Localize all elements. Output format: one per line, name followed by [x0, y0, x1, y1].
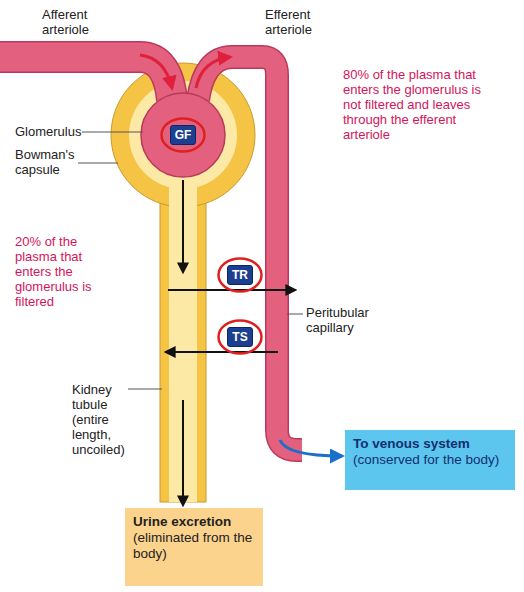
- blood-flow-arrow: [140, 55, 172, 88]
- capsule-space: [129, 81, 237, 189]
- afferent-arteriole-outline: [0, 57, 172, 100]
- box-heading: Urine excretion: [133, 514, 255, 530]
- process-code: TR: [227, 265, 253, 285]
- part-label: Kidney tubule (entire length, uncoiled): [72, 383, 134, 458]
- process-badge: TS: [217, 319, 263, 355]
- note-text: 20% of the plasma that enters the glomer…: [15, 235, 115, 310]
- leader-line: [78, 163, 118, 164]
- box-heading: To venous system: [353, 436, 507, 452]
- secretion-arrow: [166, 351, 278, 353]
- process-badge: TR: [217, 257, 263, 293]
- leader-line: [82, 132, 143, 133]
- glomerulus: [141, 93, 225, 177]
- process-code: GF: [170, 125, 197, 145]
- blood-flow-arrow: [196, 57, 230, 88]
- process-code: TS: [227, 327, 252, 347]
- excretion-arrow: [182, 400, 184, 505]
- box-note: (eliminated from the body): [133, 530, 255, 562]
- note-text: 80% of the plasma that enters the glomer…: [343, 68, 483, 143]
- highlight-ring: [162, 119, 205, 152]
- highlight-ring: [219, 259, 262, 292]
- part-label: Glomerulus: [15, 125, 105, 140]
- process-badge: GF: [160, 117, 206, 153]
- venous-return-arrow: [280, 440, 342, 456]
- leader-line: [128, 389, 162, 390]
- part-label: Bowman's capsule: [15, 148, 85, 178]
- filtrate-arrow: [182, 180, 184, 272]
- afferent-arteriole: [0, 57, 172, 100]
- destination-box: To venous system(conserved for the body): [345, 430, 515, 490]
- part-label: Peritubular capillary: [306, 306, 396, 336]
- box-note: (conserved for the body): [353, 452, 507, 468]
- highlight-ring: [219, 321, 262, 354]
- destination-box: Urine excretion(eliminated from the body…: [125, 508, 263, 586]
- vessel-label: Afferent arteriole: [42, 8, 112, 38]
- vessel-label: Efferent arteriole: [265, 8, 335, 38]
- leader-line: [287, 314, 303, 315]
